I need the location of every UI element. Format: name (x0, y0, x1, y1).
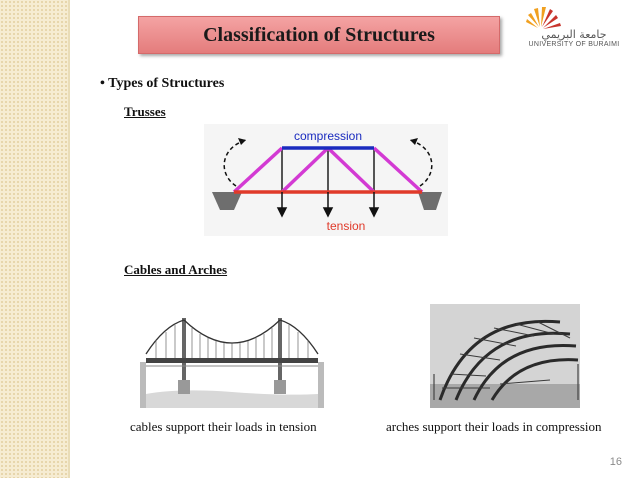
truss-diagram: compression tension (204, 124, 448, 236)
logo-english-text: UNIVERSITY OF BURAIMI (528, 41, 620, 48)
heading-cables-and-arches: Cables and Arches (124, 262, 228, 277)
compression-label: compression (294, 129, 362, 143)
right-moment-arrow-icon (409, 139, 433, 187)
arch-photo-svg (430, 304, 580, 408)
bullet-types-of-structures: • Types of Structures (100, 76, 225, 91)
right-moment-arrowhead-icon (410, 138, 418, 145)
logo-arabic-text: جامعة البريمي (541, 28, 607, 41)
left-support-icon (212, 192, 242, 210)
suspension-bridge-image (140, 304, 324, 408)
decorative-sidebar (0, 0, 68, 478)
load-arrows (276, 192, 380, 218)
arch-hangar-photo (430, 304, 580, 408)
right-support-icon (418, 192, 442, 210)
sidebar-edge (68, 0, 70, 478)
left-moment-arrow-icon (223, 139, 247, 187)
caption-cables: cables support their loads in tension (130, 419, 317, 434)
left-moment-arrowhead-icon (238, 138, 246, 145)
slide-title: Classification of Structures (203, 23, 435, 46)
sunburst-logo-icon (526, 7, 561, 29)
page-number: 16 (609, 456, 622, 468)
university-logo: جامعة البريمي UNIVERSITY OF BURAIMI (518, 4, 630, 50)
caption-arches: arches support their loads in compressio… (386, 419, 602, 434)
truss-verticals (281, 148, 375, 192)
truss-diagonals (232, 146, 424, 194)
heading-trusses: Trusses (124, 104, 166, 119)
truss-diagram-svg: compression tension (204, 124, 448, 236)
tension-label: tension (327, 219, 366, 233)
slide-title-box: Classification of Structures (138, 16, 500, 54)
suspension-bridge-svg (140, 304, 324, 408)
